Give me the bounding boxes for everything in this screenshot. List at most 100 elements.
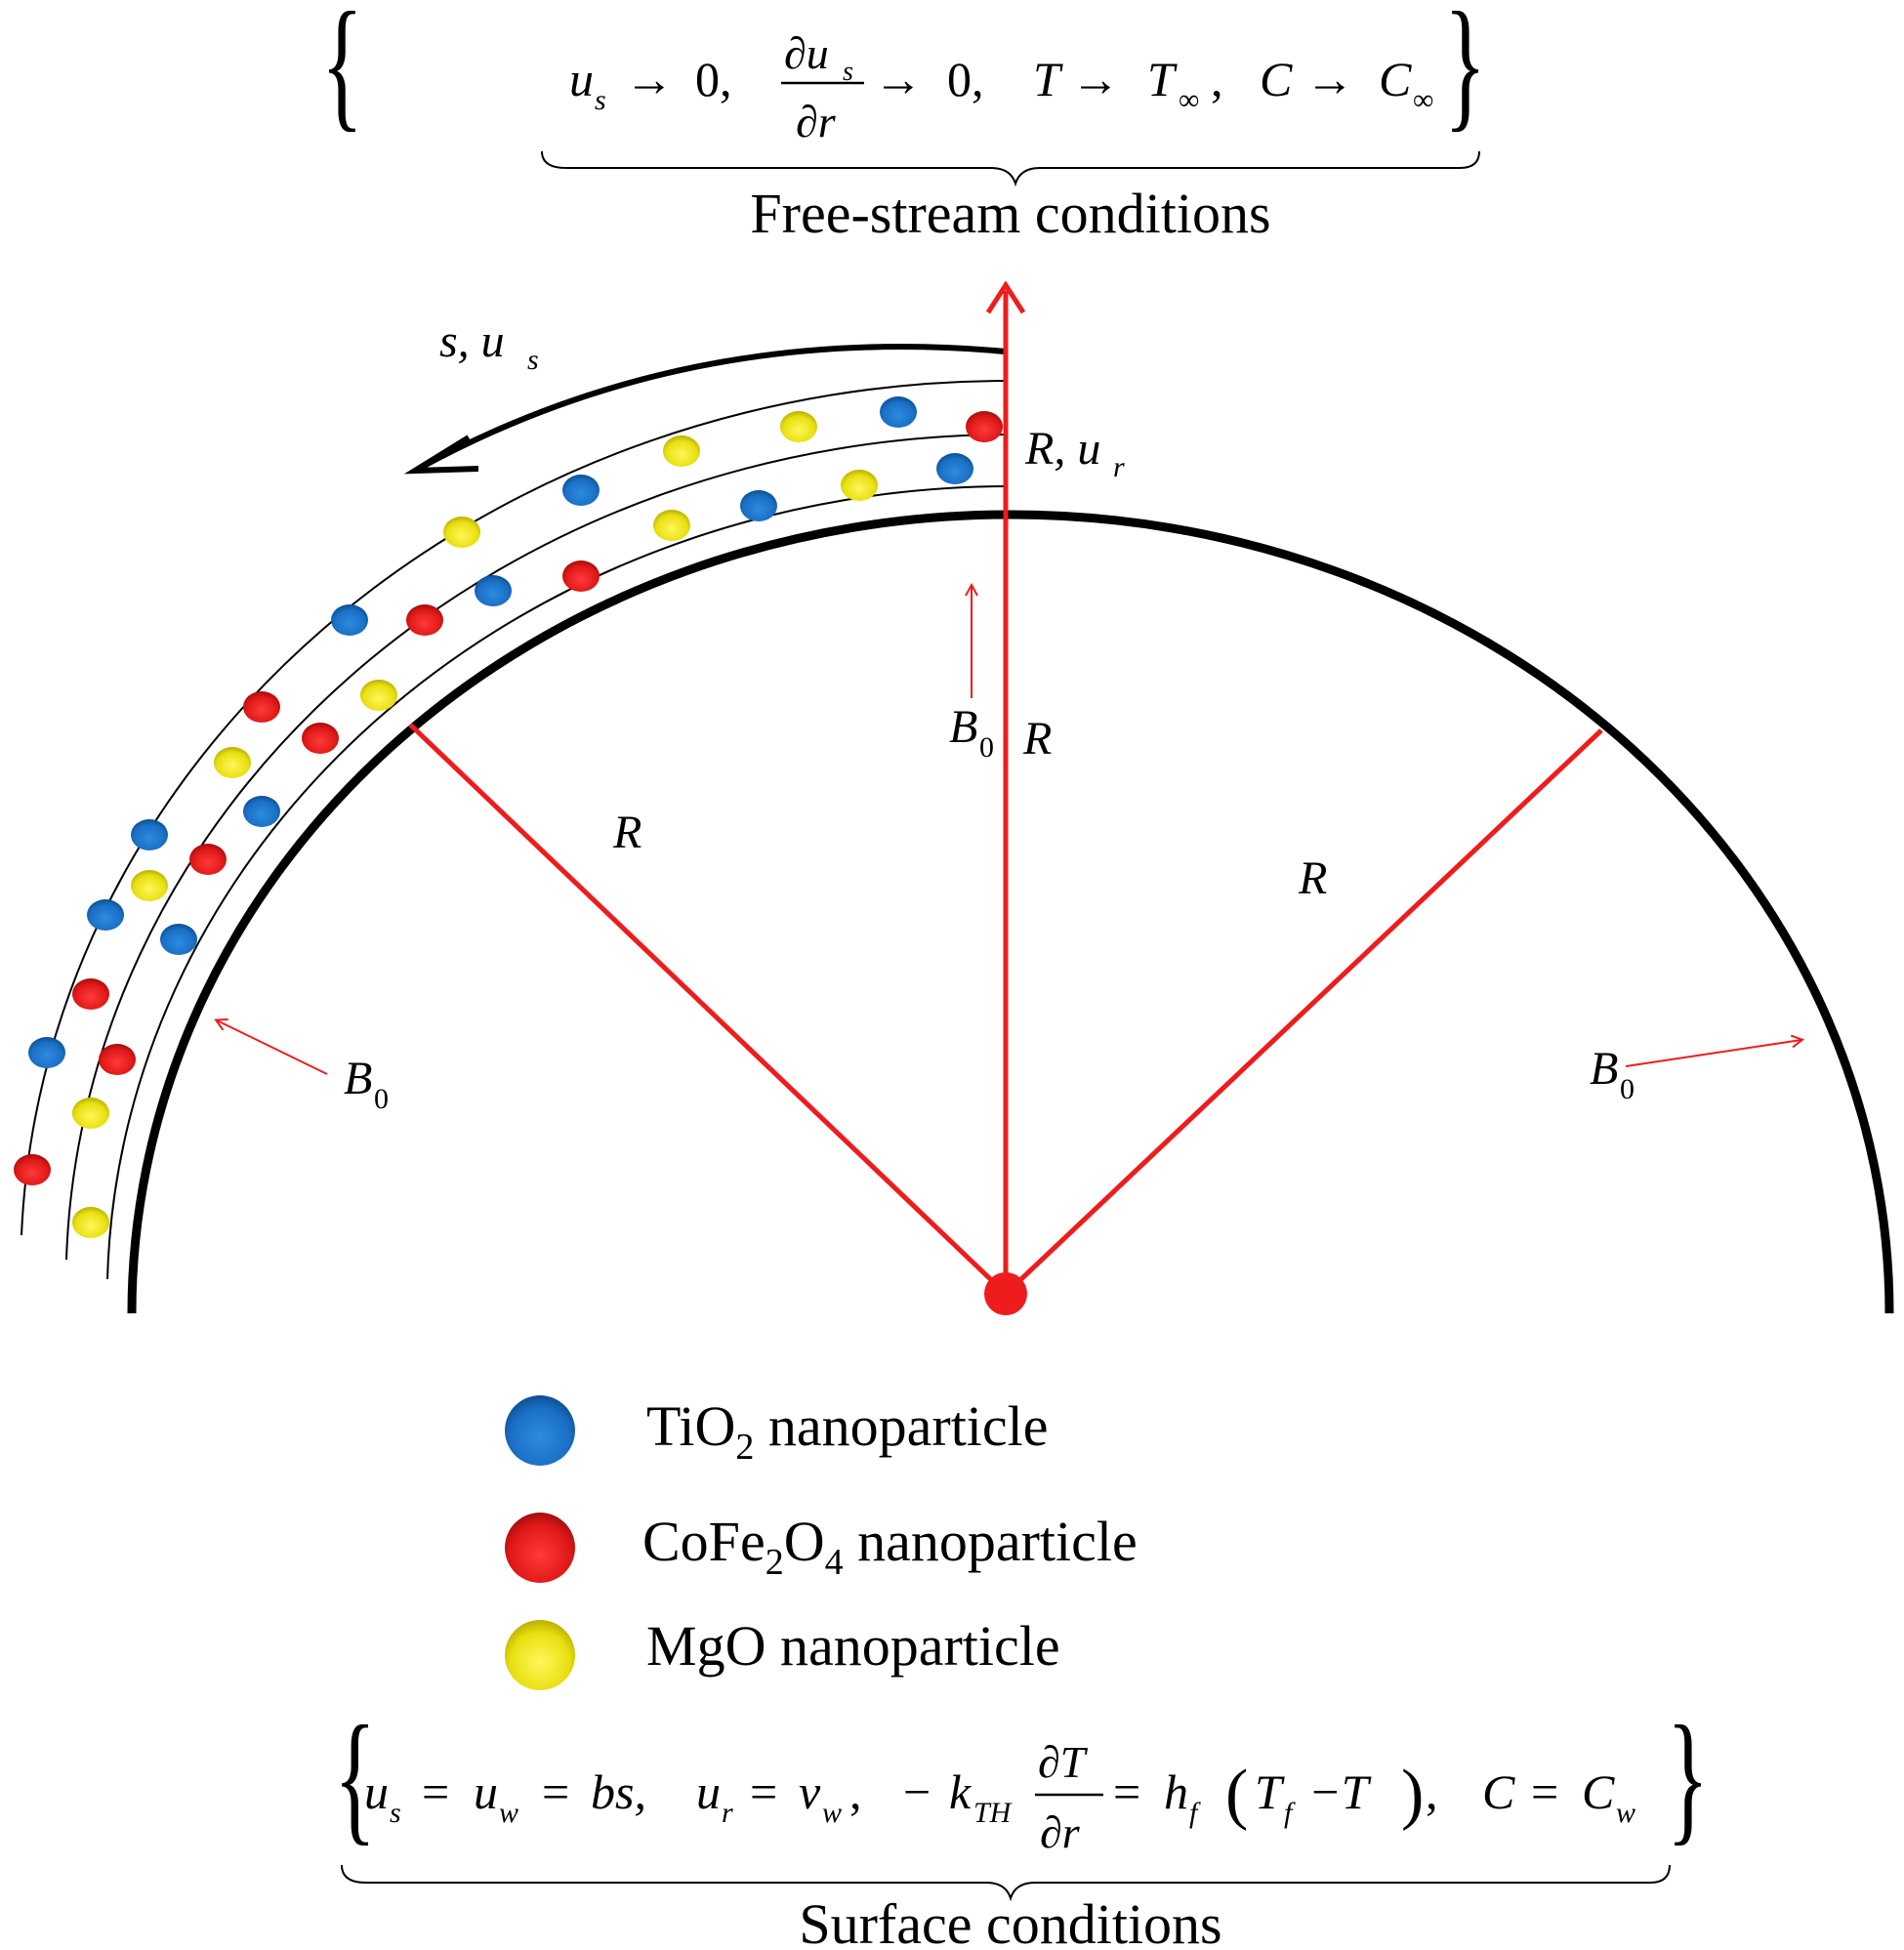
legend-label-cofe2o4: CoFe2O4 nanoparticle [642,1510,1138,1583]
eq-arrow-1: → [625,52,674,106]
label-B0-right: B [1590,1043,1618,1095]
surface-underbrace [341,1864,1671,1902]
particle-cofe2o4 [72,978,109,1010]
legend-swatch-cofe2o4 [505,1513,575,1583]
s-ur-sub: r [722,1797,733,1829]
eq-us-sub: s [595,84,606,116]
eq-Cinf-sub: ∞ [1413,84,1433,116]
label-R-center: R [1022,713,1052,765]
eq-du-sub: s [843,57,853,87]
s-us: u [364,1764,389,1819]
particle-tio2 [28,1037,65,1068]
s-Cw: C [1582,1764,1615,1819]
eq-Tinf-sub: ∞ [1179,84,1199,116]
s-rparen: ) [1401,1757,1424,1832]
s-uw-sub: w [499,1797,518,1829]
particle-cofe2o4 [99,1044,136,1075]
legend-label-mgo: MgO nanoparticle [646,1614,1060,1678]
free-stream-equation: { u s → 0, ∂u s ∂r → 0, T → T ∞ , C → C … [321,0,1486,146]
surface-brace-left: { [334,1696,376,1858]
s-comma: , [849,1764,862,1819]
legend-item-tio2: TiO2 nanoparticle [505,1394,1049,1468]
particle-tio2 [936,453,973,484]
flow-layer-3 [21,380,1007,1236]
particle-mgo [780,411,817,442]
radius-line-right [1004,728,1603,1296]
particle-tio2 [331,604,368,636]
particle-cofe2o4 [14,1154,51,1185]
particle-tio2 [475,575,512,606]
eq-us: u [569,52,594,106]
particle-tio2 [131,819,168,851]
label-R-right: R [1298,852,1327,904]
b0-arrow-left [217,1020,328,1075]
eq-arrow-3: → [1071,52,1120,106]
label-R-left: R [612,807,642,858]
flow-direction-arrowhead [403,435,479,475]
s-eq3: = [750,1764,777,1819]
particle-mgo [360,680,397,711]
label-B0-center-sub: 0 [979,731,994,764]
surface-brace-right: } [1667,1696,1709,1858]
s-C: C [1482,1764,1515,1819]
eq-dr: ∂r [796,97,837,146]
particle-mgo [72,1207,109,1238]
s-minus: − [903,1764,931,1819]
eq-Tinf: T [1147,52,1178,106]
s-vw: v [799,1764,821,1819]
particle-tio2 [880,396,917,428]
legend-item-mgo: MgO nanoparticle [505,1614,1060,1690]
legend-swatch-mgo [505,1620,575,1690]
label-B0-right-sub: 0 [1620,1073,1635,1105]
s-comma2: , [1426,1764,1438,1819]
particle-mgo [841,470,878,501]
surface-equation: { u s = u w = bs, u r = v w , − k TH ∂T … [334,1696,1709,1858]
free-stream-label: Free-stream conditions [750,182,1270,245]
s-Tf: T [1255,1764,1285,1819]
eq-C: C [1260,52,1293,106]
label-B0-left-sub: 0 [374,1083,389,1115]
s-k-sub: TH [973,1797,1014,1829]
particle-tio2 [87,899,124,931]
legend-label-tio2: TiO2 nanoparticle [646,1394,1049,1468]
radius-vertical-arrowhead [985,280,1026,314]
label-B0-center: B [949,701,977,753]
eq-comma-3: , [1211,52,1223,106]
s-eq4: = [1113,1764,1140,1819]
s-lparen: ( [1225,1757,1248,1832]
label-R-ur: R, u [1024,423,1100,475]
eq-zero-2: 0, [947,52,984,106]
s-eq1: = [422,1764,449,1819]
legend-swatch-tio2 [505,1395,575,1466]
legend-item-cofe2o4: CoFe2O4 nanoparticle [505,1510,1138,1583]
s-bs: bs, [591,1764,646,1819]
particle-mgo [72,1098,109,1129]
free-stream-underbrace [541,150,1480,187]
particle-cofe2o4 [189,844,227,875]
particle-cofe2o4 [966,411,1003,442]
eq-du: ∂u [784,28,829,78]
flow-layer-1 [106,485,1007,1280]
s-us-sub: s [390,1797,401,1829]
b0-arrow-right [1625,1040,1801,1067]
particle-mgo [443,517,480,548]
flow-direction-arrow [413,344,1007,474]
s-dr: ∂r [1040,1807,1081,1857]
particle-mgo [214,747,251,778]
label-s-us: s, u s [439,315,539,376]
s-k: k [949,1764,972,1819]
particle-cofe2o4 [406,604,443,636]
surface-arc [127,510,1894,1314]
s-eq5: = [1531,1764,1558,1819]
s-hf-sub: f [1189,1797,1201,1829]
surface-label: Surface conditions [799,1892,1221,1950]
label-s-us-sub: s [527,344,539,376]
radius-line-left [408,723,1008,1296]
center-point [984,1272,1027,1315]
eq-Cinf: C [1379,52,1412,106]
label-s-us-text: s, u [439,315,505,367]
particle-mgo [663,436,700,467]
s-uw: u [474,1764,498,1819]
label-B0-left: B [344,1053,372,1104]
